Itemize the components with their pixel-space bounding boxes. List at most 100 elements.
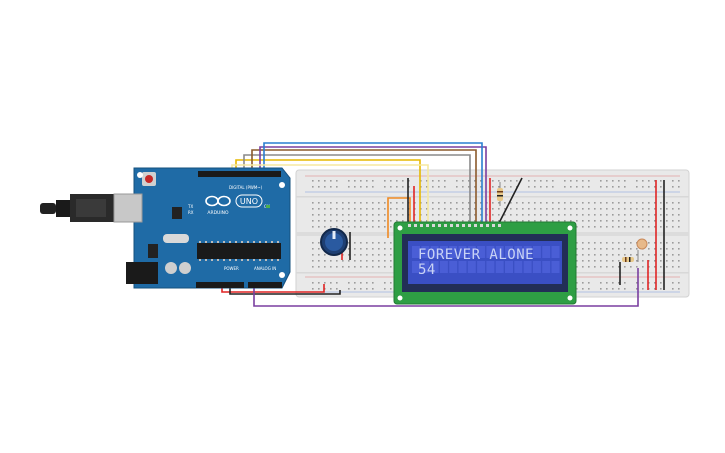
- breadboard-hole: [324, 260, 326, 262]
- breadboard-rail-hole: [672, 282, 674, 284]
- breadboard-hole: [324, 226, 326, 228]
- breadboard-hole: [558, 208, 560, 210]
- chip-pin: [259, 259, 261, 261]
- breadboard-hole: [546, 208, 548, 210]
- lcd-char-cell: [542, 246, 551, 258]
- breadboard-hole: [606, 242, 608, 244]
- power-header[interactable]: [196, 282, 244, 288]
- breadboard-rail-hole: [366, 282, 368, 284]
- breadboard-hole: [498, 220, 500, 222]
- lcd-char-cell: [514, 246, 523, 258]
- breadboard-hole: [366, 226, 368, 228]
- breadboard-hole: [582, 226, 584, 228]
- lcd-char-cell: [449, 261, 458, 273]
- breadboard-hole: [330, 266, 332, 268]
- breadboard-hole: [480, 208, 482, 210]
- breadboard-hole: [324, 266, 326, 268]
- breadboard-hole: [552, 214, 554, 216]
- photoresistor[interactable]: [636, 238, 648, 262]
- breadboard-hole: [312, 220, 314, 222]
- chip-pin: [229, 259, 231, 261]
- resistor[interactable]: [497, 182, 503, 206]
- breadboard-hole: [624, 202, 626, 204]
- breadboard-hole: [678, 242, 680, 244]
- breadboard-hole: [360, 202, 362, 204]
- breadboard-hole: [324, 202, 326, 204]
- breadboard-hole: [534, 214, 536, 216]
- breadboard-hole: [354, 226, 356, 228]
- breadboard-hole: [318, 202, 320, 204]
- breadboard-hole: [672, 208, 674, 210]
- breadboard-hole: [666, 202, 668, 204]
- wire-bundle-top[interactable]: [231, 142, 487, 225]
- breadboard-hole: [432, 220, 434, 222]
- breadboard-rail-hole: [600, 180, 602, 182]
- digital-header[interactable]: [198, 171, 281, 177]
- breadboard-hole: [402, 220, 404, 222]
- breadboard-hole: [606, 226, 608, 228]
- breadboard-rail-hole: [348, 282, 350, 284]
- lcd-char-cell: [439, 246, 448, 258]
- breadboard-hole: [384, 254, 386, 256]
- breadboard-hole: [396, 208, 398, 210]
- breadboard-hole: [534, 208, 536, 210]
- breadboard-hole: [564, 214, 566, 216]
- breadboard-rail-hole: [444, 180, 446, 182]
- lcd-module[interactable]: FOREVER ALONE 54: [393, 221, 577, 305]
- power-header-label: POWER: [224, 266, 239, 271]
- breadboard-hole: [552, 208, 554, 210]
- breadboard-hole: [510, 220, 512, 222]
- breadboard-hole: [330, 214, 332, 216]
- breadboard-hole: [576, 208, 578, 210]
- breadboard-hole: [498, 214, 500, 216]
- breadboard-rail-hole: [618, 180, 620, 182]
- breadboard-hole: [390, 220, 392, 222]
- breadboard-hole: [594, 260, 596, 262]
- arduino-uno-board[interactable]: UNO ARDUINO DIGITAL (PWM~) POWER ANALOG …: [113, 167, 291, 289]
- breadboard-hole: [600, 220, 602, 222]
- usb-cable[interactable]: [40, 194, 122, 222]
- lcd-char-cell: [486, 246, 495, 258]
- breadboard-hole: [318, 208, 320, 210]
- lcd-pin: [444, 224, 447, 227]
- breadboard-rail-hole: [600, 288, 602, 290]
- breadboard-hole: [384, 226, 386, 228]
- potentiometer[interactable]: [320, 228, 348, 256]
- breadboard-hole: [648, 242, 650, 244]
- breadboard-hole: [582, 220, 584, 222]
- breadboard-hole: [612, 248, 614, 250]
- breadboard-hole: [582, 254, 584, 256]
- breadboard-hole: [354, 208, 356, 210]
- breadboard-hole: [360, 242, 362, 244]
- board-brand: ARDUINO: [207, 210, 229, 216]
- breadboard-hole: [498, 202, 500, 204]
- analog-header[interactable]: [248, 282, 282, 288]
- breadboard-rail-hole: [390, 288, 392, 290]
- breadboard-hole: [510, 202, 512, 204]
- breadboard-hole: [528, 214, 530, 216]
- breadboard-hole: [342, 208, 344, 210]
- breadboard-hole: [384, 202, 386, 204]
- breadboard-rail-hole: [624, 282, 626, 284]
- usb-port: [113, 193, 143, 223]
- breadboard-hole: [372, 214, 374, 216]
- breadboard-hole: [378, 214, 380, 216]
- lcd-char-cell: [542, 261, 551, 273]
- lcd-char-cell: [532, 246, 541, 258]
- lcd-char-cell: [551, 261, 560, 273]
- breadboard-hole: [432, 202, 434, 204]
- breadboard-hole: [492, 214, 494, 216]
- breadboard-hole: [354, 214, 356, 216]
- breadboard-rail-hole: [468, 180, 470, 182]
- breadboard-hole: [516, 202, 518, 204]
- power-wires[interactable]: [221, 177, 665, 307]
- resistor-right[interactable]: [622, 257, 634, 262]
- breadboard-hole: [378, 202, 380, 204]
- breadboard-hole: [600, 248, 602, 250]
- breadboard-hole: [450, 220, 452, 222]
- breadboard-hole: [588, 254, 590, 256]
- reset-button[interactable]: [145, 175, 153, 183]
- breadboard-hole: [648, 254, 650, 256]
- breadboard-hole: [654, 220, 656, 222]
- breadboard-hole: [588, 220, 590, 222]
